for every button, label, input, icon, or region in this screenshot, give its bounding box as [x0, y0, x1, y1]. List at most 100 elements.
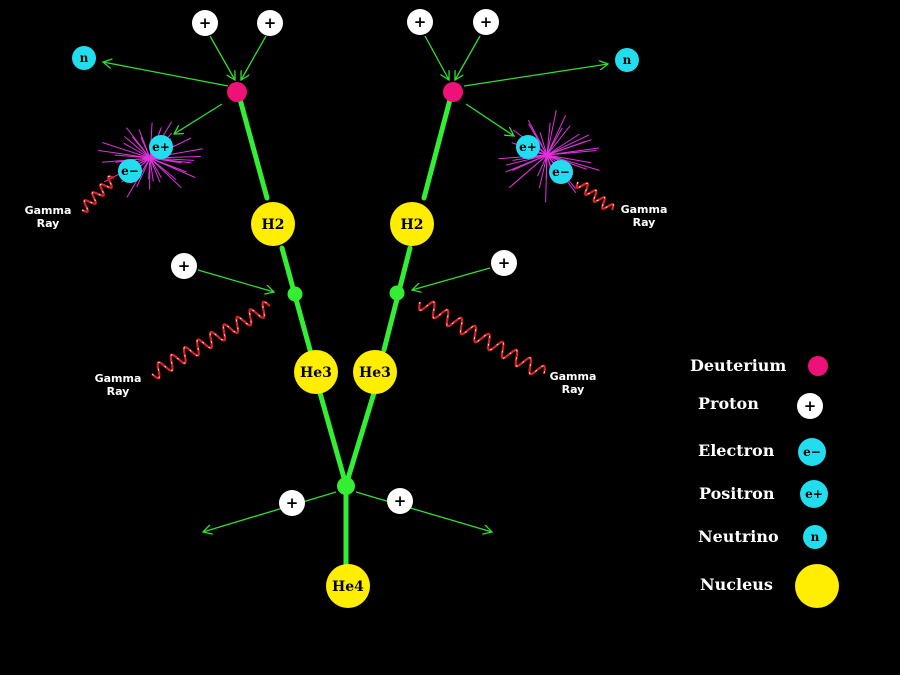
proton-symbol: +	[178, 257, 191, 275]
gamma-wave-highlight	[576, 181, 614, 211]
he4-nucleus: He4	[326, 564, 370, 608]
legend: Deuterium Proton + Electron e− Positron …	[690, 356, 839, 608]
legend-label-nucleus: Nucleus	[700, 575, 773, 594]
burst-ray	[546, 154, 600, 171]
arrow-proton-2-in	[241, 35, 267, 80]
arrow-neutrino-right-out	[463, 64, 608, 87]
legend-electron-icon: e−	[798, 438, 826, 466]
burst-ray	[149, 157, 182, 164]
junction-left	[287, 286, 303, 302]
junction-merge	[337, 477, 355, 495]
burst-ray	[546, 114, 567, 156]
gamma-ray-label-line2: Ray	[633, 216, 656, 229]
junction-right	[389, 285, 405, 301]
proton-symbol: +	[264, 14, 277, 32]
arrow-proton-6-in	[412, 267, 491, 290]
gamma-ray-wave-right-top	[575, 181, 615, 211]
burst-ray	[132, 136, 151, 159]
arrow-proton-3-in	[424, 35, 449, 80]
burst-ray	[546, 154, 592, 164]
gamma-ray-label-line1: Gamma	[25, 204, 72, 217]
gamma-ray-label-left-top: Gamma Ray	[25, 204, 72, 230]
gamma-ray-label-right-top: Gamma Ray	[621, 203, 668, 229]
gamma-ray-label-line2: Ray	[37, 217, 60, 230]
legend-label-positron: Positron	[699, 484, 775, 503]
proton: +	[407, 9, 433, 35]
arrow-positron-right-out	[465, 103, 514, 136]
gamma-ray-label-left-mid: Gamma Ray	[95, 372, 142, 398]
arrow-positron-left-out	[174, 103, 223, 134]
path-left-deuterium-to-h2	[235, 89, 270, 201]
proton: +	[192, 10, 218, 36]
legend-positron-icon: e+	[800, 480, 828, 508]
gamma-ray-label-line1: Gamma	[550, 370, 597, 383]
burst-ray	[546, 122, 551, 156]
arrow-proton-7-out	[203, 491, 337, 532]
gamma-wave-highlight	[418, 301, 546, 375]
gamma-ray-wave-left-top	[81, 175, 115, 213]
burst-ray	[98, 149, 151, 159]
gamma-wave-line	[418, 300, 546, 376]
burst-ray	[505, 154, 548, 166]
positron-symbol: e+	[152, 140, 170, 154]
legend-proton-icon: +	[797, 393, 823, 419]
gamma-wave-line	[151, 300, 271, 380]
gamma-ray-wave-left-mid	[151, 300, 271, 380]
proton-symbol: +	[498, 254, 511, 272]
proton: +	[171, 253, 197, 279]
burst-ray	[546, 134, 590, 156]
burst-ray	[136, 157, 151, 188]
neutrino-right: n	[615, 48, 639, 72]
svg-text:n: n	[811, 530, 820, 544]
gamma-wave-line	[575, 181, 615, 211]
he3-label: He3	[359, 365, 391, 381]
h2-nucleus-right: H2	[390, 202, 434, 246]
deuterium-right	[443, 82, 463, 102]
annihilation-burst-right	[498, 109, 600, 203]
legend-label-neutrino: Neutrino	[698, 527, 779, 546]
legend-deuterium-icon	[808, 356, 828, 376]
burst-ray	[545, 154, 548, 180]
reaction-paths	[235, 89, 455, 568]
svg-text:e−: e−	[803, 445, 821, 459]
burst-ray	[123, 142, 151, 159]
proton: +	[491, 250, 517, 276]
svg-text:+: +	[804, 397, 817, 415]
proton-symbol: +	[394, 492, 407, 510]
positron-left: e+	[149, 135, 173, 159]
gamma-ray-wave-right-mid	[418, 300, 546, 376]
burst-ray	[537, 154, 548, 177]
reaction-arrows	[103, 35, 608, 532]
proton-symbol: +	[286, 494, 299, 512]
proton: +	[279, 490, 305, 516]
arrow-neutrino-left-out	[103, 62, 229, 87]
electron-symbol: e−	[121, 164, 139, 178]
path-right-deuterium-to-h2	[421, 89, 455, 201]
arrow-proton-4-in	[455, 35, 481, 80]
burst-ray	[546, 109, 557, 156]
burst-ray	[149, 157, 161, 183]
gamma-ray-label-line2: Ray	[562, 383, 585, 396]
gamma-ray-label-right-mid: Gamma Ray	[550, 370, 597, 396]
he3-nucleus-right: He3	[353, 350, 397, 394]
electron-right: e−	[549, 160, 573, 184]
deuterium-left	[227, 82, 247, 102]
burst-ray	[511, 154, 548, 187]
he3-nucleus-left: He3	[294, 350, 338, 394]
neutrino-left: n	[72, 46, 96, 70]
legend-nucleus-icon	[795, 564, 839, 608]
burst-ray	[149, 157, 182, 188]
path-left-he3-to-merge	[317, 390, 349, 488]
burst-ray	[546, 141, 586, 156]
positron-symbol: e+	[519, 140, 537, 154]
h2-nucleus-left: H2	[251, 202, 295, 246]
proton: +	[257, 10, 283, 36]
gamma-wave-highlight	[81, 175, 115, 213]
h2-label: H2	[262, 217, 285, 233]
proton-symbol: +	[414, 13, 427, 31]
gamma-wave-line	[81, 175, 115, 213]
burst-ray	[539, 132, 548, 156]
arrow-proton-8-out	[355, 491, 492, 532]
proton-symbol: +	[199, 14, 212, 32]
